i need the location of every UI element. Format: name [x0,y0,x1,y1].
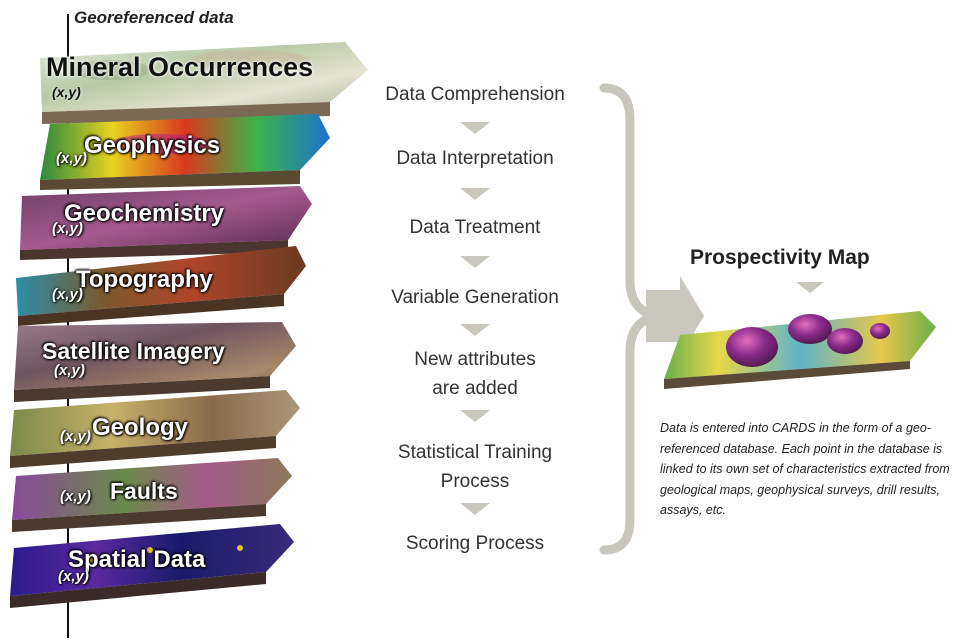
xy-label: (x,y) [52,286,83,303]
step-variable-generation: Variable Generation [391,287,559,308]
layer-spatial-data: Spatial Data (x,y) [0,520,380,610]
layer-faults: Faults (x,y) [0,452,380,542]
prospectivity-map-image [664,311,936,389]
step-line: Process [440,471,510,492]
step-line: Statistical Training [397,442,553,463]
down-arrow-icon [460,188,490,200]
down-arrow-icon [460,122,490,134]
down-arrow-icon [460,410,490,422]
layer-terrain-faults [12,458,292,532]
layer-terrain-topography [16,246,306,326]
layer-label: Satellite Imagery [42,338,225,364]
step-line: are added [432,378,518,399]
layer-terrain-geophysics [40,114,330,190]
layer-label: Geochemistry [64,200,225,227]
xy-label: (x,y) [56,150,87,167]
layer-label: Geophysics [84,132,221,159]
step-data-treatment: Data Treatment [409,217,541,238]
layer-label: Faults [110,478,178,504]
georeferenced-data-label: Georeferenced data [74,8,234,27]
layer-label: Geology [92,414,189,441]
prospectivity-map-title: Prospectivity Map [690,246,870,269]
xy-label: (x,y) [60,428,91,445]
layer-geophysics: Geophysics (x,y) [0,110,380,200]
down-arrow-icon [796,282,824,293]
layer-label: Mineral Occurrences [46,52,314,82]
down-arrow-icon [460,503,490,515]
step-new-attributes: New attributes are added [375,345,575,403]
xy-label: (x,y) [54,362,85,379]
layer-geology: Geology (x,y) [0,382,380,472]
layer-terrain-geochemistry [20,186,312,260]
step-line: New attributes [414,349,536,370]
layer-label: Topography [76,266,213,293]
prospectivity-description: Data is entered into CARDS in the form o… [660,421,950,517]
layer-label: Spatial Data [68,546,206,573]
step-scoring-process: Scoring Process [405,533,545,554]
layer-satellite-imagery: Satellite Imagery (x,y) [0,318,380,408]
step-statistical-training: Statistical Training Process [375,438,575,496]
layer-terrain-spatial [10,524,294,608]
layer-topography: Topography (x,y) [0,240,380,330]
step-data-interpretation: Data Interpretation [396,148,554,169]
xy-label: (x,y) [58,568,89,585]
layer-terrain-satellite [14,322,296,402]
xy-label: (x,y) [60,488,91,505]
step-data-comprehension: Data Comprehension [385,84,565,105]
xy-label: (x,y) [52,84,81,100]
xy-label: (x,y) [52,220,83,237]
layer-geochemistry: Geochemistry (x,y) [0,178,380,268]
layer-terrain-mineral [40,42,368,124]
down-arrow-icon [460,256,490,268]
down-arrow-icon [460,324,490,336]
layer-mineral-occurrences: Mineral Occurrences (x,y) [0,30,380,124]
layer-terrain-geology [10,390,300,468]
